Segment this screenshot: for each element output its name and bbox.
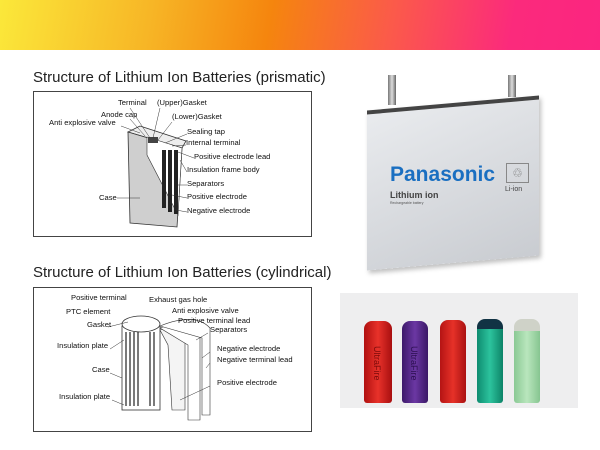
label-negative-terminal-lead: Negative terminal lead: [217, 355, 293, 364]
label-case-cyl: Case: [92, 365, 110, 374]
label-upper-gasket: (Upper)Gasket: [157, 98, 207, 107]
prismatic-title: Structure of Lithium Ion Batteries (pris…: [33, 69, 326, 86]
cell-label: UltraFire: [372, 346, 382, 381]
cylindrical-cells-photo: UltraFire UltraFire: [340, 293, 578, 408]
terminal-bolt-left: [388, 75, 396, 105]
panasonic-battery-photo: Panasonic Lithium ion Rechargeable batte…: [363, 75, 563, 271]
recycle-icon: ♲: [506, 163, 529, 183]
product-label: Lithium ion: [390, 190, 439, 200]
label-internal-terminal: Internal terminal: [186, 138, 241, 147]
label-separators-cyl: Separators: [210, 325, 248, 334]
label-positive-electrode-cyl: Positive electrode: [217, 378, 277, 387]
label-anti-explosive-valve: Anti explosive valve: [49, 118, 116, 127]
label-anode-cap: Anode cap: [101, 110, 138, 119]
label-insulation-plate-bottom: Insulation plate: [59, 392, 111, 401]
label-exhaust-gas-hole: Exhaust gas hole: [149, 295, 208, 304]
label-negative-electrode-cyl: Negative electrode: [217, 344, 281, 353]
label-case: Case: [99, 193, 117, 202]
label-sealing-tap: Sealing tap: [187, 127, 225, 136]
cell-red: [440, 320, 466, 403]
label-insulation-frame-body: Insulation frame body: [187, 165, 260, 174]
brand-logo: Panasonic: [390, 163, 496, 186]
cylindrical-diagram: [33, 287, 312, 432]
label-ptc-element: PTC element: [66, 307, 111, 316]
cylindrical-title: Structure of Lithium Ion Batteries (cyli…: [33, 264, 332, 281]
cell-teal: [477, 319, 503, 403]
label-gasket: Gasket: [87, 320, 112, 329]
cell-light-green: [514, 319, 540, 403]
li-ion-badge: Li-ion: [505, 186, 523, 193]
label-positive-electrode-lead: Positive electrode lead: [194, 152, 271, 161]
label-lower-gasket: (Lower)Gasket: [172, 112, 222, 121]
cell-label: UltraFire: [409, 346, 419, 381]
label-separators: Separators: [187, 179, 225, 188]
label-negative-electrode: Negative electrode: [187, 206, 251, 215]
cell-red-ultrafire: UltraFire: [364, 321, 392, 403]
terminal-bolt-right: [508, 75, 516, 97]
label-insulation-plate-top: Insulation plate: [57, 341, 109, 350]
product-subtext: Rechargeable battery: [390, 201, 424, 205]
header-banner: [0, 0, 600, 50]
label-positive-terminal-lead: Positive terminal lead: [178, 316, 251, 325]
cell-purple-ultrafire: UltraFire: [402, 321, 428, 403]
label-anti-explosive-valve-cyl: Anti explosive valve: [172, 306, 239, 315]
label-terminal: Terminal: [118, 98, 147, 107]
label-positive-terminal: Positive terminal: [71, 293, 127, 302]
label-positive-electrode: Positive electrode: [187, 192, 247, 201]
